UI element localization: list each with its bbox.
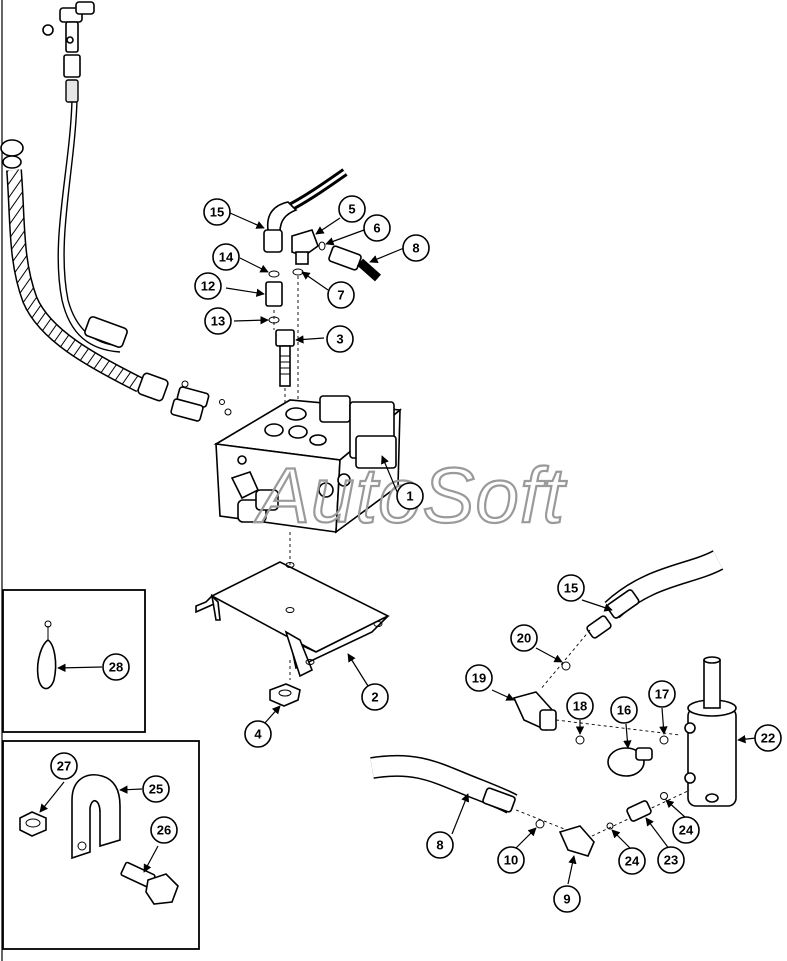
upper-fittings [263, 168, 381, 425]
svg-text:3: 3 [336, 332, 343, 347]
callout-24: 24 [618, 847, 646, 875]
callout-26: 26 [150, 816, 178, 844]
svg-text:6: 6 [373, 221, 380, 236]
callout-8-top: 8 [402, 234, 430, 262]
callout-19: 19 [465, 664, 493, 692]
svg-text:10: 10 [504, 853, 518, 868]
svg-text:25: 25 [149, 782, 163, 797]
callout-15-lower: 15 [557, 574, 585, 602]
svg-text:5: 5 [348, 202, 355, 217]
lower-right-assembly [370, 550, 737, 857]
svg-text:17: 17 [655, 687, 669, 702]
svg-text:1: 1 [406, 489, 413, 504]
svg-text:12: 12 [201, 279, 215, 294]
callout-17: 17 [648, 680, 676, 708]
callout-18: 18 [566, 692, 594, 720]
callout-10: 10 [497, 846, 525, 874]
svg-text:16: 16 [617, 703, 631, 718]
svg-text:7: 7 [337, 288, 344, 303]
svg-text:8: 8 [436, 838, 443, 853]
svg-text:4: 4 [254, 727, 262, 742]
callout-13: 13 [204, 307, 232, 335]
upper-hose-assembly [0, 1, 232, 422]
mounting-bracket [195, 561, 390, 707]
callout-25: 25 [142, 775, 170, 803]
svg-text:8: 8 [412, 241, 419, 256]
callout-15-top: 15 [203, 198, 231, 226]
svg-text:9: 9 [563, 892, 570, 907]
callout-12: 12 [194, 272, 222, 300]
callout-14: 14 [212, 243, 240, 271]
callout-28: 28 [102, 653, 130, 681]
callout-9: 9 [553, 885, 581, 913]
inset-28 [2, 589, 146, 733]
svg-text:15: 15 [564, 581, 578, 596]
svg-text:13: 13 [211, 314, 225, 329]
callout-20: 20 [510, 624, 538, 652]
callout-1: 1 [396, 482, 424, 510]
leader-lines [39, 212, 757, 885]
callout-16: 16 [610, 696, 638, 724]
svg-text:14: 14 [219, 250, 234, 265]
callout-2: 2 [361, 683, 389, 711]
callout-3: 3 [326, 325, 354, 353]
callout-23: 24 [672, 816, 700, 844]
svg-text:19: 19 [472, 671, 486, 686]
svg-text:24: 24 [679, 823, 694, 838]
valve-block [213, 395, 402, 610]
callout-21: 22 [754, 724, 782, 752]
svg-text:20: 20 [517, 631, 531, 646]
svg-text:24: 24 [625, 854, 640, 869]
svg-text:2: 2 [371, 690, 378, 705]
callout-5: 5 [338, 195, 366, 223]
svg-text:28: 28 [109, 660, 123, 675]
svg-text:15: 15 [210, 205, 224, 220]
callout-7: 7 [327, 281, 355, 309]
svg-text:22: 22 [761, 731, 775, 746]
callout-27: 27 [50, 752, 78, 780]
callout-6: 6 [363, 214, 391, 242]
inset-25-26-27 [2, 740, 200, 950]
callout-22: 23 [657, 846, 685, 874]
svg-text:18: 18 [573, 699, 587, 714]
svg-text:23: 23 [664, 853, 678, 868]
callout-4: 4 [244, 720, 272, 748]
svg-text:26: 26 [157, 823, 171, 838]
svg-text:27: 27 [57, 759, 71, 774]
callout-8-lower: 8 [426, 831, 454, 859]
